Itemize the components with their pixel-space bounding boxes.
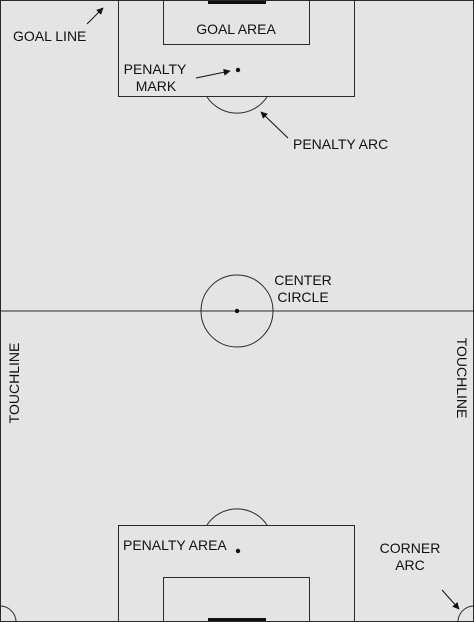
- penalty-arc-bottom: [206, 508, 268, 526]
- touchline-right-label: TOUCHLINE: [454, 338, 470, 419]
- penalty-arc-label: PENALTY ARC: [293, 136, 388, 152]
- center-spot: [234, 308, 240, 314]
- penalty-mark-label-line1: PENALTY: [124, 61, 187, 77]
- center-circle-label-line2: CIRCLE: [277, 289, 328, 305]
- corner-arc-bottom-right: [457, 605, 474, 622]
- goal-top: [208, 0, 266, 4]
- penalty-mark-label-line2: MARK: [136, 78, 177, 94]
- goal-area-top: [163, 0, 310, 45]
- touchline-left-label: TOUCHLINE: [6, 343, 22, 424]
- penalty-spot-bottom: [235, 548, 241, 554]
- penalty-spot-top: [235, 67, 241, 73]
- goal-area-label: GOAL AREA: [196, 21, 276, 37]
- corner-arc-label-line1: CORNER: [380, 540, 441, 556]
- penalty-arc-arrow: [260, 111, 289, 139]
- center-circle-label-line1: CENTER: [274, 272, 332, 288]
- corner-arc-arrow: [441, 589, 460, 610]
- corner-arc-label-line2: ARC: [395, 557, 425, 573]
- corner-arc-bottom-left: [0, 605, 17, 622]
- goal-line-arrow: [86, 7, 104, 25]
- penalty-arc-top: [206, 96, 268, 114]
- penalty-area-label: PENALTY AREA: [123, 537, 227, 553]
- penalty-mark-arrow: [195, 68, 231, 79]
- goal-line-label: GOAL LINE: [13, 28, 86, 44]
- goal-bottom: [208, 618, 266, 622]
- center-circle: [200, 274, 274, 348]
